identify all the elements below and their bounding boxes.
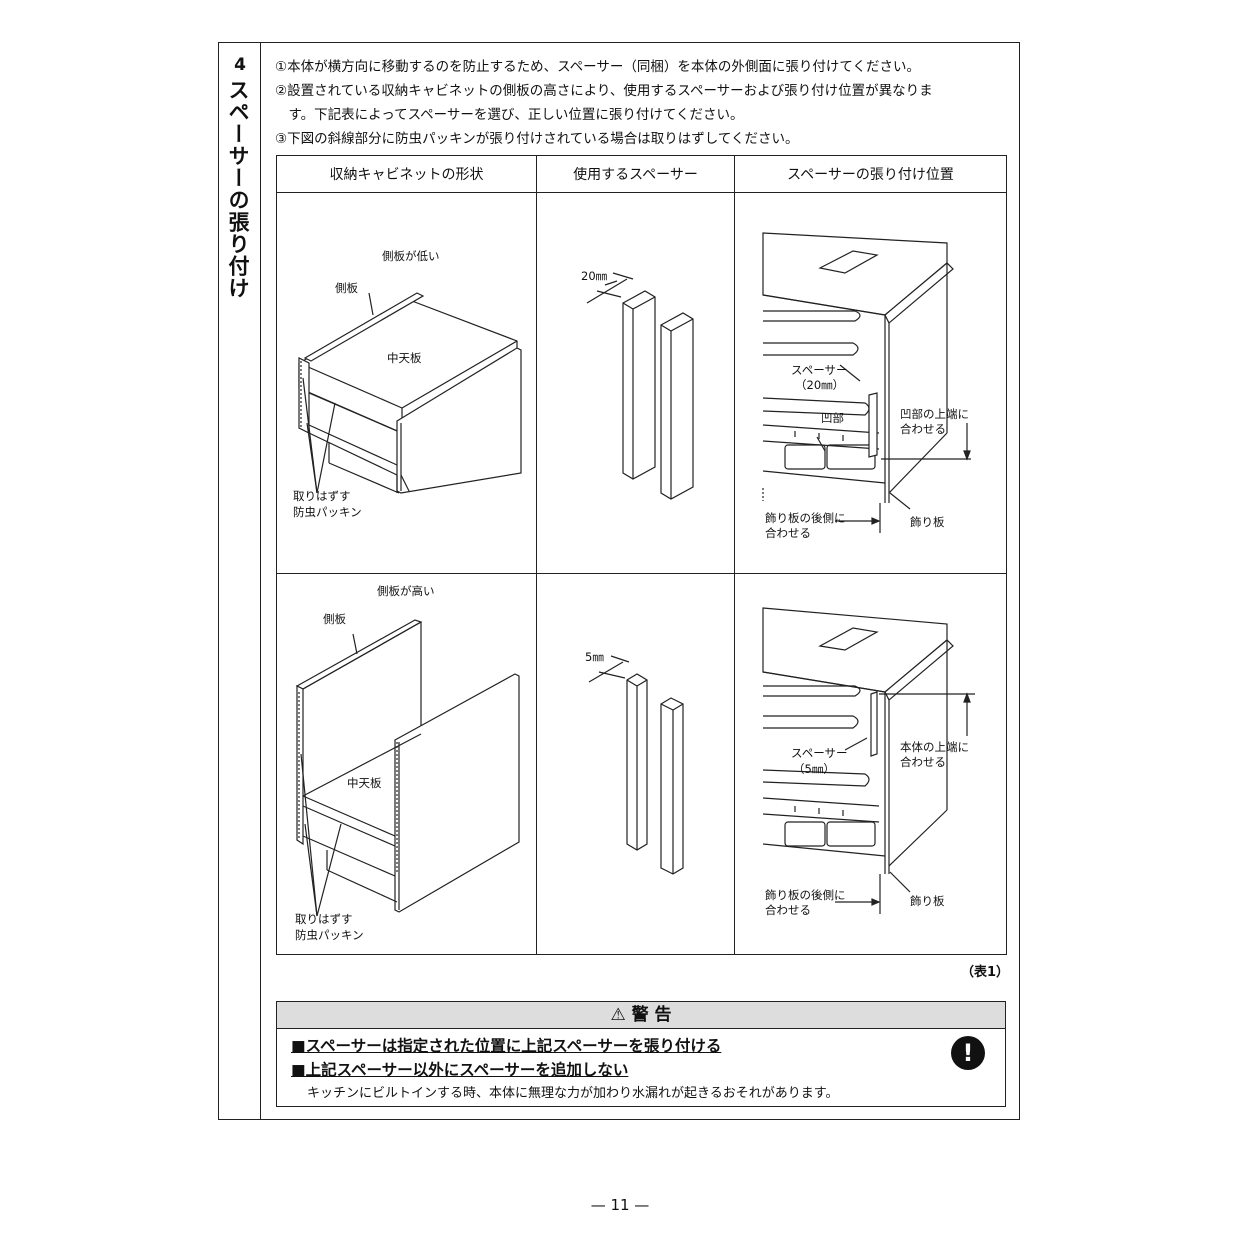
spacer-5mm-figure: 5㎜ [537, 574, 734, 954]
side-plate-label: 側板 [335, 281, 358, 295]
align-back-label-2: 合わせる [765, 526, 811, 540]
spacer-label: スペーサー [791, 746, 848, 760]
cabinet-caption: 側板が高い [377, 584, 435, 598]
instruction-2: ②設置されている収納キャビネットの側板の高さにより、使用するスペーサーおよび張り… [275, 83, 933, 99]
exclamation-circle-icon: ! [951, 1036, 985, 1070]
align-top-label-2: 合わせる [900, 422, 946, 436]
align-back-label-2: 合わせる [765, 903, 811, 917]
header-position: スペーサーの張り付け位置 [734, 155, 1007, 193]
spacer-5mm-drawing [588, 655, 684, 875]
warning-box: ⚠ 警 告 ■スペーサーは指定された位置に上記スペーサーを張り付ける ■上記スペ… [276, 1001, 1006, 1107]
packing-label: 防虫パッキン [295, 928, 364, 942]
position-20mm-figure: スペーサー （20㎜） 凹部 凹部の上端に 合わせる 飾り板の後側に 合わせる … [735, 193, 1006, 573]
section-title: スペーサーの張り付け [226, 79, 250, 299]
position-5mm-drawing [762, 607, 975, 914]
table-header-row: 収納キャビネットの形状 使用するスペーサー スペーサーの張り付け位置 [276, 155, 1007, 193]
align-top-label: 本体の上端に [900, 740, 969, 754]
spacer-20mm-figure: 20㎜ [537, 193, 734, 573]
middle-shelf-label: 中天板 [347, 776, 382, 790]
page-number: — 11 — [590, 1196, 650, 1214]
header-cabinet-shape: 収納キャビネットの形状 [276, 155, 537, 193]
spacer-20mm-drawing [586, 272, 694, 500]
align-back-label: 飾り板の後側に [765, 511, 846, 525]
spacer-label-size: （20㎜） [795, 378, 845, 392]
warning-note: キッチンにビルトインする時、本体に無理な力が加わり水漏れが起きるおそれがあります… [307, 1086, 839, 1101]
section-frame: 4 スペーサーの張り付け ①本体が横方向に移動するのを防止するため、スペーサー（… [218, 42, 1020, 1120]
warning-header: ⚠ 警 告 [277, 1002, 1005, 1029]
position-5mm-figure: スペーサー （5㎜） 本体の上端に 合わせる 飾り板の後側に 合わせる 飾り板 [735, 574, 1006, 954]
remove-label: 取りはずす [293, 489, 351, 503]
cabinet-high-drawing [295, 619, 520, 917]
cabinet-low-drawing [298, 292, 522, 494]
table-row: 側板が高い 側板 中天板 取りはずす 防虫パッキン [276, 573, 1007, 955]
spacer-size-label: 20㎜ [581, 269, 608, 283]
instruction-3: ③下図の斜線部分に防虫パッキンが張り付けされている場合は取りはずしてください。 [275, 131, 799, 147]
section-sidebar: 4 スペーサーの張り付け [219, 43, 261, 1119]
cabinet-low-figure: 側板が低い 側板 中天板 取りはずす 防虫パッキン [277, 193, 536, 573]
align-back-label: 飾り板の後側に [765, 888, 846, 902]
instruction-1: ①本体が横方向に移動するのを防止するため、スペーサー（同梱）を本体の外側面に張り… [275, 59, 920, 75]
cabinet-caption: 側板が低い [382, 249, 440, 263]
warning-line-2: ■上記スペーサー以外にスペーサーを追加しない [291, 1061, 629, 1079]
spacer-label: スペーサー [791, 363, 848, 377]
spacer-label-size: （5㎜） [793, 762, 835, 776]
remove-label: 取りはずす [295, 912, 353, 926]
instruction-2-cont: す。下記表によってスペーサーを選び、正しい位置に張り付けてください。 [275, 107, 744, 123]
align-top-label-2: 合わせる [900, 755, 946, 769]
section-number: 4 [234, 55, 246, 75]
warning-line-1: ■スペーサーは指定された位置に上記スペーサーを張り付ける [291, 1037, 722, 1055]
packing-label: 防虫パッキン [293, 505, 362, 519]
table-row: 側板が低い 側板 中天板 取りはずす 防虫パッキン [276, 192, 1007, 574]
middle-shelf-label: 中天板 [387, 351, 422, 365]
recess-label: 凹部 [821, 411, 844, 425]
trim-label: 飾り板 [910, 894, 945, 908]
cabinet-high-figure: 側板が高い 側板 中天板 取りはずす 防虫パッキン [277, 574, 536, 954]
position-20mm-drawing [762, 232, 971, 533]
side-plate-label: 側板 [323, 612, 346, 626]
spacer-size-label: 5㎜ [585, 650, 604, 664]
header-spacer: 使用するスペーサー [536, 155, 735, 193]
table-caption: （表1） [961, 965, 1010, 980]
spacer-table: 収納キャビネットの形状 使用するスペーサー スペーサーの張り付け位置 [276, 155, 1007, 955]
align-top-label: 凹部の上端に [900, 407, 969, 421]
trim-label: 飾り板 [910, 515, 945, 529]
